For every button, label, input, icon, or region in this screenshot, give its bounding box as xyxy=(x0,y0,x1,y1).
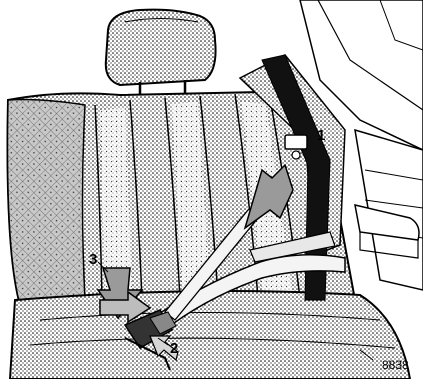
door-panel-icon xyxy=(355,130,423,290)
figure-number: 8838 xyxy=(382,358,409,372)
callout-three: 3 xyxy=(89,252,97,267)
callout-two: 2 xyxy=(170,341,178,356)
callout-one: 1 xyxy=(317,128,325,143)
seat-cushion xyxy=(10,291,410,379)
headrest-icon xyxy=(106,10,216,100)
